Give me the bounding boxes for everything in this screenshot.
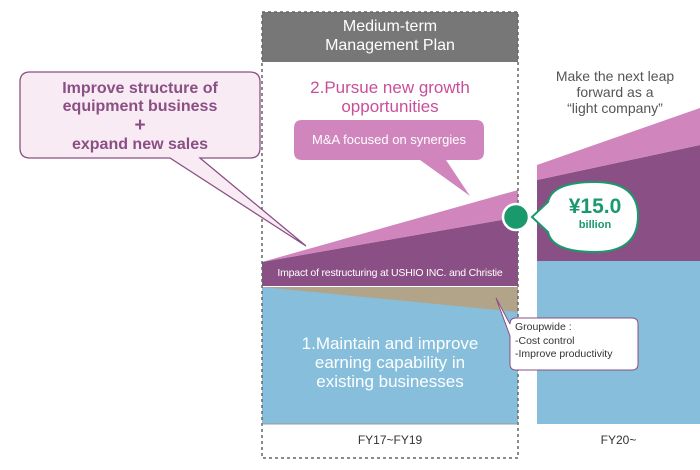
improve-callout-shape bbox=[19, 71, 307, 247]
next-leap-text: Make the next leap forward as a “light c… bbox=[530, 68, 700, 116]
target-unit: billion bbox=[578, 219, 612, 231]
target-callout-shape bbox=[530, 180, 640, 254]
groupwide-item2: -Improve productivity bbox=[515, 348, 613, 360]
groupwide-callout-shape bbox=[495, 297, 639, 371]
growth-title-line2: opportunities bbox=[341, 97, 439, 116]
plan-header-line2: Management Plan bbox=[325, 37, 455, 54]
maintain-text: 1.Maintain and improve earning capabilit… bbox=[262, 334, 518, 391]
future-growth-area bbox=[537, 108, 700, 180]
next-leap-line1: Make the next leap bbox=[555, 68, 675, 84]
groupwide-text: Groupwide : -Cost control -Improve produ… bbox=[515, 321, 637, 362]
next-leap-line3: “light company” bbox=[567, 100, 663, 116]
next-leap-line2: forward as a bbox=[576, 84, 654, 100]
improve-line3: expand new sales bbox=[71, 136, 209, 153]
improve-callout-text: Improve structure of equipment business … bbox=[20, 80, 260, 154]
growth-wedge-upper bbox=[262, 190, 518, 262]
plan-header-title: Medium-term Management Plan bbox=[262, 17, 518, 55]
growth-title: 2.Pursue new growth opportunities bbox=[262, 78, 518, 116]
growth-title-line1: 2.Pursue new growth bbox=[310, 78, 470, 97]
improve-plus: + bbox=[134, 115, 146, 136]
ma-callout-shape bbox=[294, 120, 484, 196]
restructuring-band bbox=[262, 262, 518, 286]
maintain-line2: earning capability in bbox=[314, 353, 466, 372]
target-dot bbox=[501, 202, 531, 232]
target-amount: ¥15.0 bbox=[568, 195, 622, 218]
ma-label: M&A focused on synergies bbox=[312, 132, 466, 147]
plan-period-frame bbox=[261, 11, 519, 459]
improve-line1: Improve structure of bbox=[62, 80, 218, 97]
improve-line2: equipment business bbox=[62, 98, 218, 115]
plan-header bbox=[262, 12, 518, 62]
groupwide-title: Groupwide : bbox=[515, 321, 572, 333]
groupwide-item1: -Cost control bbox=[515, 334, 575, 347]
maintain-line3: existing businesses bbox=[316, 372, 464, 391]
cost-control-wedge bbox=[262, 287, 518, 312]
period-mid-label: FY17~FY19 bbox=[357, 433, 423, 447]
period-future-label: FY20~ bbox=[600, 433, 637, 447]
existing-business-area bbox=[262, 287, 518, 424]
restructuring-label: Impact of restructuring at USHIO INC. an… bbox=[277, 267, 503, 279]
maintain-line1: 1.Maintain and improve bbox=[301, 334, 479, 353]
plan-header-line1: Medium-term bbox=[342, 18, 438, 35]
